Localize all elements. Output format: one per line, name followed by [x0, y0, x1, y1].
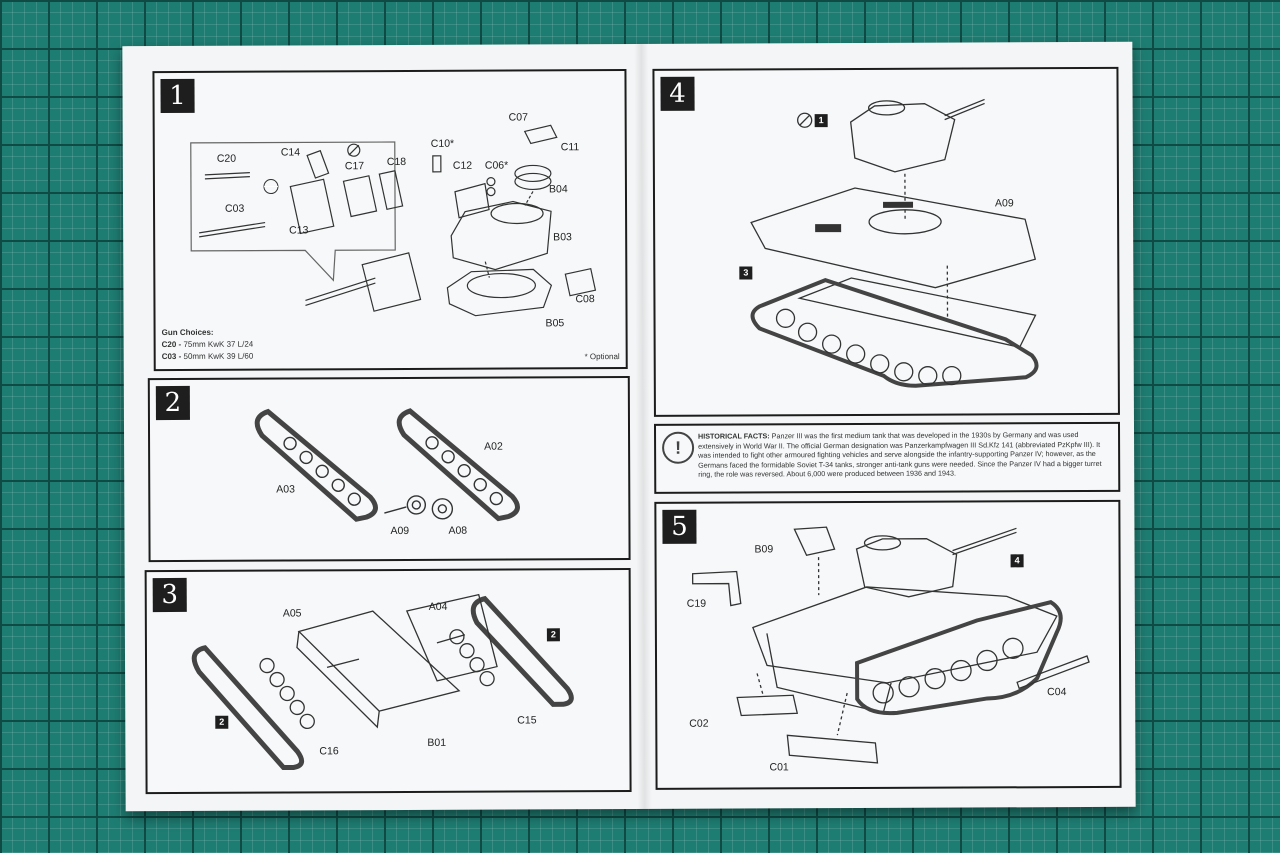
historical-facts-heading: HISTORICAL FACTS: — [698, 431, 770, 441]
step-1-panel: 1 — [152, 69, 628, 372]
hull-upper-drawing — [750, 98, 1039, 388]
step-ref-badge: 2 — [546, 628, 560, 642]
gun-c20-desc: 75mm KwK 37 L/24 — [183, 339, 254, 349]
part-label: C02 — [689, 717, 709, 730]
tracks-drawing — [254, 408, 520, 522]
part-label: A03 — [276, 483, 295, 496]
part-label: C20 — [216, 152, 237, 165]
part-label: C19 — [686, 597, 707, 610]
part-label: B05 — [545, 317, 565, 330]
step-3-panel: 3 A05 A04 C15 C16 B01 2 2 — [144, 567, 632, 795]
gun-choices-title: Gun Choices: — [161, 327, 214, 338]
part-label: C14 — [280, 146, 301, 159]
part-label: C12 — [452, 159, 473, 172]
historical-facts-box: ! HISTORICAL FACTS: Panzer III was the f… — [653, 421, 1121, 494]
part-label: C03 — [225, 202, 245, 215]
step-ref-badge: 4 — [1010, 554, 1024, 568]
part-label: C07 — [508, 111, 528, 124]
part-label: C11 — [560, 141, 580, 154]
part-label: C10* — [430, 137, 455, 150]
part-label: A02 — [484, 440, 503, 453]
instruction-sheet: 1 — [122, 41, 1136, 812]
part-label: A05 — [282, 607, 302, 620]
step-4-panel: 4 1 3 A09 — [652, 66, 1120, 417]
part-label: C08 — [575, 293, 595, 306]
turret-assembly-drawing — [190, 124, 597, 317]
gun-c03-code: C03 - — [161, 351, 182, 362]
part-label: C16 — [319, 745, 339, 758]
part-label: C01 — [769, 761, 789, 774]
part-label: A04 — [428, 600, 448, 613]
part-label: A08 — [448, 524, 468, 537]
step-5-panel: 5 B09 C19 C04 C0 — [654, 499, 1122, 790]
part-label: C17 — [344, 160, 365, 173]
part-label: A09 — [390, 524, 410, 538]
part-label: B09 — [754, 543, 774, 556]
gun-c20-code: C20 - — [161, 339, 182, 350]
part-label: B01 — [427, 736, 447, 749]
historical-facts-text: HISTORICAL FACTS: Panzer III was the fir… — [698, 430, 1110, 480]
gun-c03-desc: 50mm KwK 39 L/60 — [183, 351, 254, 361]
step-2-panel: 2 A03 A02 A09 A08 — [147, 375, 631, 563]
part-label: C15 — [517, 714, 537, 727]
step-ref-badge: 3 — [739, 266, 753, 280]
hull-assembly-drawing — [191, 593, 574, 771]
part-label: C18 — [386, 155, 407, 169]
step-ref-badge: 1 — [814, 114, 828, 128]
part-label: C06* — [484, 159, 509, 172]
part-label: B03 — [553, 231, 572, 244]
optional-note: * Optional — [584, 352, 620, 362]
part-label: B04 — [548, 183, 568, 196]
exclamation-icon: ! — [662, 431, 695, 464]
step-ref-badge: 2 — [215, 715, 229, 729]
part-label: A09 — [995, 197, 1014, 210]
gun-choices: Gun Choices: C20 - 75mm KwK 37 L/24 C03 … — [162, 327, 254, 363]
complete-tank-drawing — [691, 526, 1090, 764]
part-label: C13 — [289, 224, 309, 237]
part-label: C04 — [1047, 686, 1067, 699]
page-fold — [634, 43, 652, 809]
